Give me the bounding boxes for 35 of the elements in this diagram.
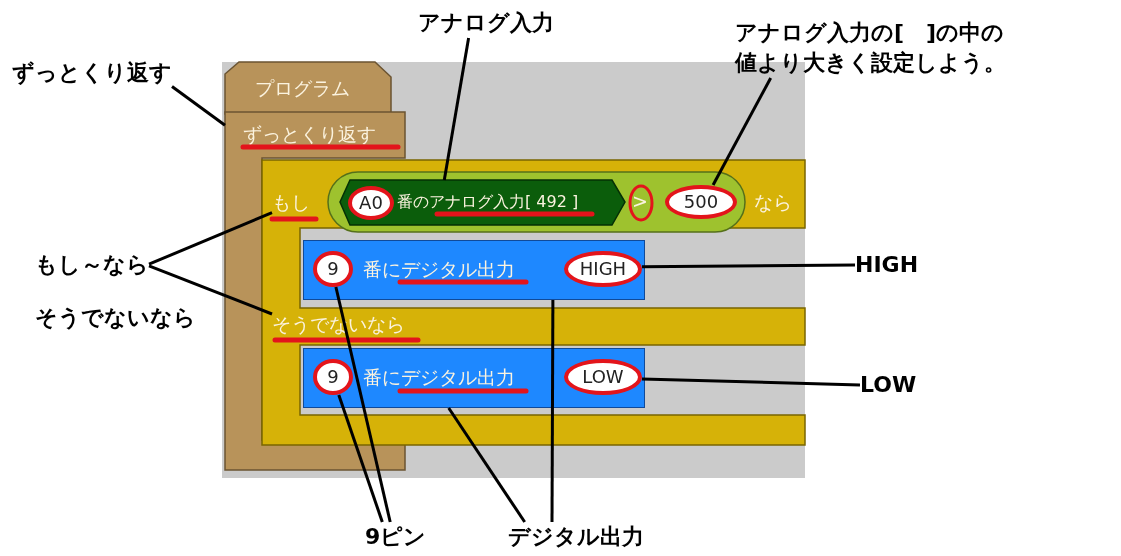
leader-line — [550, 300, 555, 522]
input-slot: 9 — [313, 359, 353, 395]
block-label: プログラム — [255, 76, 350, 100]
leader-line — [641, 377, 861, 387]
block-label: なら — [754, 190, 792, 214]
input-slot: 9 — [313, 251, 353, 287]
annotation-label: そうでないなら — [35, 303, 196, 333]
annotation-label: LOW — [860, 370, 917, 400]
annotation-label: もし～なら — [35, 250, 149, 280]
input-slot: HIGH — [564, 251, 642, 287]
block-label: 番のアナログ入力[ 492 ] — [397, 191, 579, 213]
input-slot: LOW — [564, 359, 642, 395]
annotation-label: HIGH — [855, 250, 919, 280]
block-label: 番にデジタル出力 — [363, 257, 515, 281]
leader-line — [337, 394, 384, 523]
digital-output-block — [303, 348, 645, 408]
annotation-note: アナログ入力の[ ]の中の値より大きく設定しよう。 — [735, 18, 1010, 78]
annotation-label: 9ピン — [365, 522, 427, 552]
if-else-block — [262, 160, 805, 445]
digital-output-block — [303, 240, 645, 300]
operator-label: > — [632, 189, 648, 213]
leader-line — [334, 286, 392, 523]
leader-line — [711, 77, 773, 186]
annotation-label: ずっとくり返す — [12, 58, 172, 88]
leader-line — [171, 85, 226, 127]
block-label: ずっとくり返す — [243, 122, 376, 146]
leader-line — [447, 407, 526, 523]
annotation-label: デジタル出力 — [508, 522, 644, 552]
block-label: もし — [272, 190, 310, 214]
leader-line — [642, 263, 855, 269]
block-label: 番にデジタル出力 — [363, 365, 515, 389]
program-hat-block — [225, 62, 391, 114]
leader-line — [148, 211, 273, 266]
annotation-label: アナログ入力 — [418, 8, 554, 38]
compare-block — [328, 172, 745, 232]
